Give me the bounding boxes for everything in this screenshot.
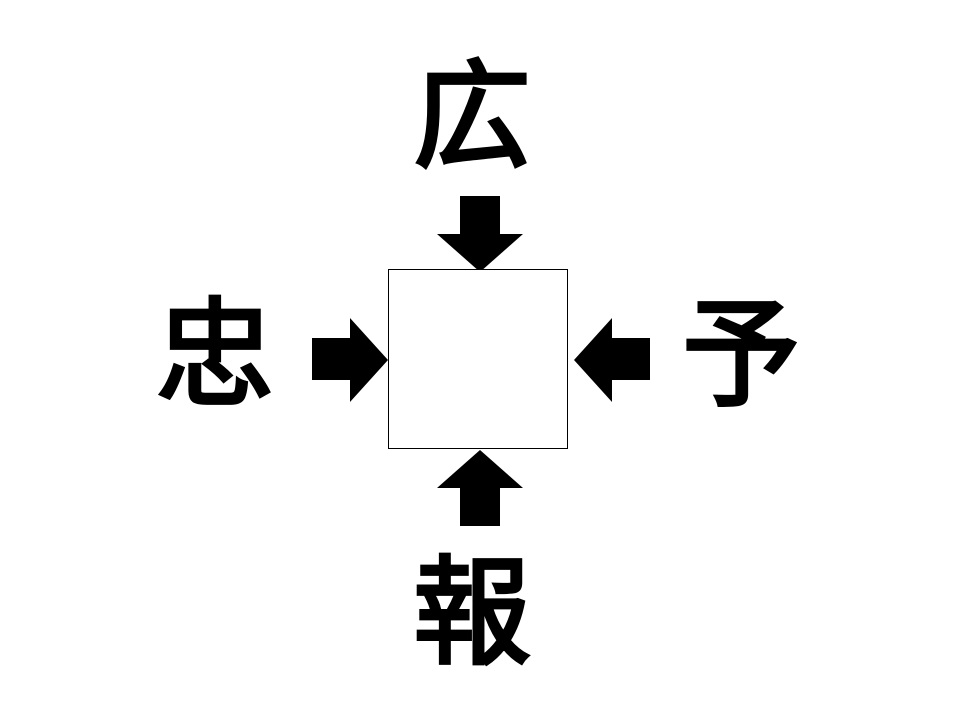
arrow-down-icon [437, 196, 523, 272]
arrow-left-icon [574, 318, 650, 402]
arrow-right-icon [312, 318, 388, 402]
kanji-bottom: 報 [412, 544, 531, 682]
kanji-left: 忠 [155, 286, 274, 424]
kanji-right: 予 [681, 286, 800, 424]
kanji-top: 広 [412, 48, 531, 186]
answer-box[interactable] [388, 269, 568, 449]
arrow-up-icon [437, 450, 523, 526]
